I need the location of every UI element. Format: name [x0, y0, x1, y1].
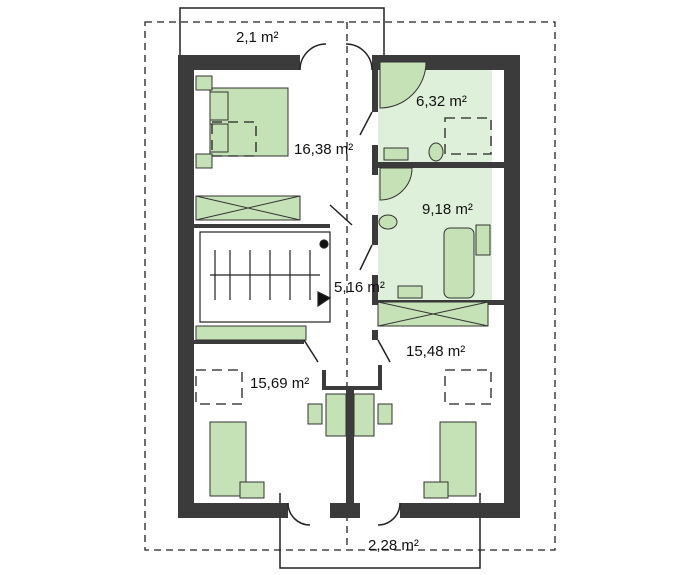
single-bed-right — [423, 421, 477, 499]
outer-walls — [178, 55, 520, 518]
sink — [397, 285, 423, 299]
desk — [353, 393, 375, 437]
sink — [383, 147, 409, 161]
area-label-bedroom: 16,38 m² — [294, 141, 353, 158]
area-label-hall: 5,16 m² — [334, 279, 385, 296]
toilet — [428, 142, 444, 162]
desk — [325, 393, 347, 437]
balcony-bottom — [279, 493, 481, 569]
toilet — [378, 214, 398, 230]
area-label-bathroom: 9,18 m² — [422, 201, 473, 218]
roof-outline — [144, 21, 556, 551]
dashed-outlines — [195, 117, 492, 405]
chair — [377, 403, 393, 425]
bathtub — [443, 227, 475, 299]
double-bed — [195, 75, 289, 169]
wardrobe — [195, 325, 307, 341]
area-label-wc: 6,32 m² — [416, 93, 467, 110]
single-bed-left — [209, 421, 265, 499]
area-label-balcony-top: 2,1 m² — [236, 29, 279, 46]
shower — [379, 61, 427, 109]
staircase — [199, 231, 332, 323]
doors — [287, 43, 401, 526]
shower — [379, 167, 413, 201]
area-label-bedroom-right: 15,48 m² — [406, 343, 465, 360]
area-label-bedroom-left: 15,69 m² — [250, 375, 309, 392]
washing-machine — [475, 224, 491, 256]
balcony-top — [179, 7, 385, 60]
chair — [307, 403, 323, 425]
area-label-balcony-bottom: 2,28 m² — [368, 537, 419, 554]
